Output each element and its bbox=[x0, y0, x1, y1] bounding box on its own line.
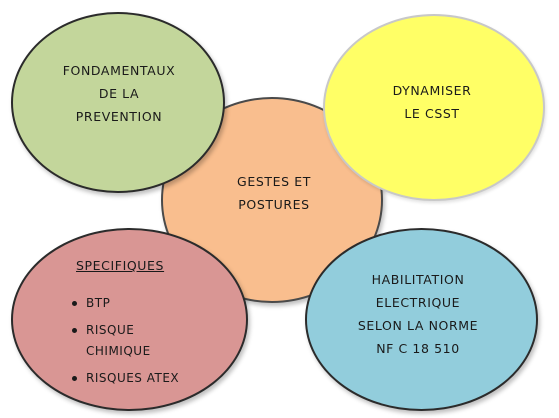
list-item-label: RISQUE CHIMIQUE bbox=[86, 323, 151, 358]
specifiques-list: BTP RISQUE CHIMIQUE RISQUES ATEX bbox=[72, 293, 226, 395]
center-label-line: GESTES ET bbox=[237, 174, 311, 189]
list-item: BTP bbox=[72, 293, 226, 314]
top-left-label-line: PREVENTION bbox=[75, 109, 163, 124]
bullet-icon bbox=[72, 328, 77, 333]
list-item: RISQUE CHIMIQUE bbox=[72, 320, 226, 362]
bottom-right-label: HABILITATION ELECTRIQUE SELON LA NORME N… bbox=[330, 268, 506, 360]
bottom-right-label-line: ELECTRIQUE bbox=[375, 295, 461, 310]
top-left-bubble bbox=[11, 12, 225, 193]
bullet-icon bbox=[72, 376, 77, 381]
bottom-right-label-line: HABILITATION bbox=[371, 272, 465, 287]
list-item-label: BTP bbox=[86, 296, 111, 310]
specifiques-title: SPECIFIQUES bbox=[76, 258, 165, 273]
bottom-right-label-line: SELON LA NORME bbox=[357, 318, 479, 333]
center-label-line: POSTURES bbox=[238, 197, 310, 212]
top-left-label-line: FONDAMENTAUX bbox=[62, 63, 176, 78]
list-item: RISQUES ATEX bbox=[72, 368, 226, 389]
bottom-right-bubble bbox=[305, 228, 538, 411]
top-left-label-line: DE LA bbox=[98, 86, 140, 101]
top-left-label: FONDAMENTAUX DE LA PREVENTION bbox=[35, 59, 203, 128]
bullet-icon bbox=[72, 301, 77, 306]
top-right-label: DYNAMISER LE CSST bbox=[366, 79, 498, 125]
center-label: GESTES ET POSTURES bbox=[212, 170, 336, 216]
top-right-bubble bbox=[323, 14, 545, 201]
bottom-left-bubble bbox=[11, 228, 248, 411]
top-right-label-line: DYNAMISER bbox=[392, 83, 472, 98]
top-right-label-line: LE CSST bbox=[404, 106, 460, 121]
list-item-label: RISQUES ATEX bbox=[86, 371, 180, 385]
bottom-right-label-line: NF C 18 510 bbox=[376, 341, 460, 356]
